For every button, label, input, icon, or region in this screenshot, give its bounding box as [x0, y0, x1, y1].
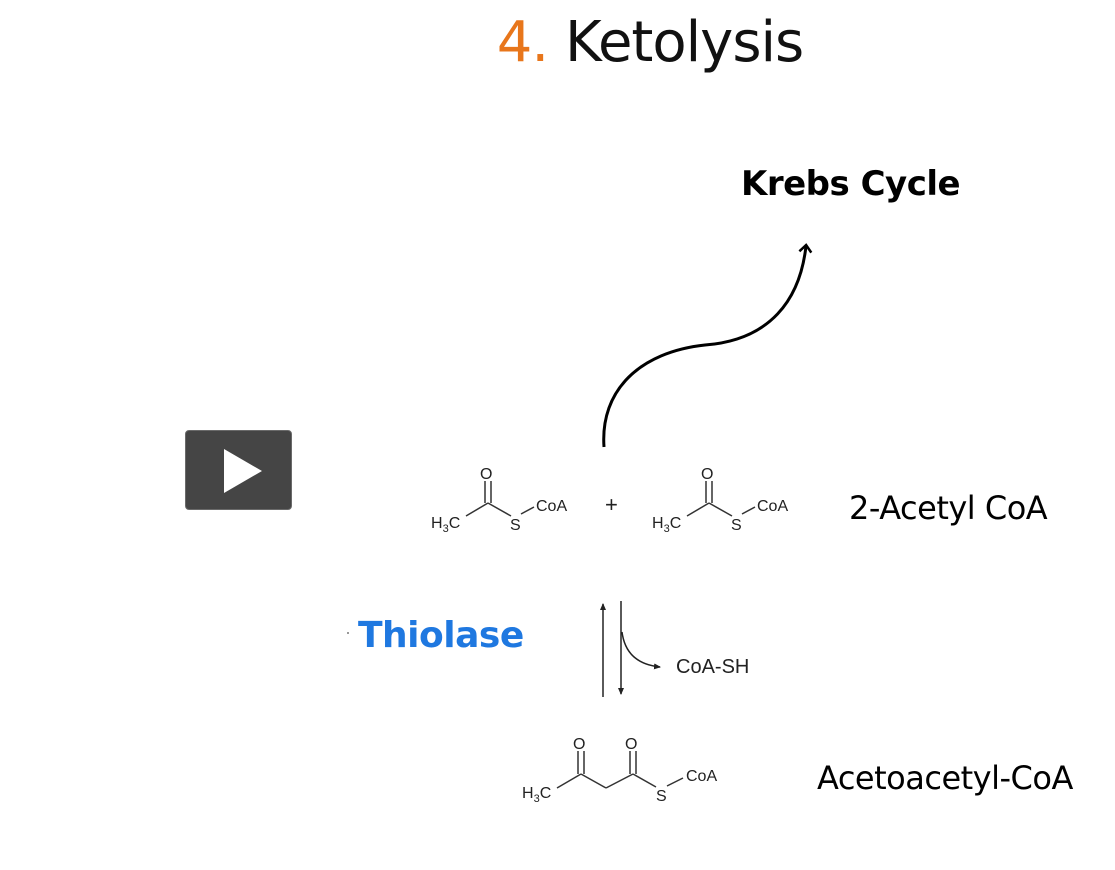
equilibrium-arrows	[600, 601, 661, 697]
oxygen-atom: O	[573, 736, 585, 753]
sulfur-atom: S	[731, 517, 742, 534]
title-number: 4.	[496, 10, 549, 75]
play-button[interactable]	[185, 430, 292, 510]
plus-sign: +	[605, 492, 618, 517]
methyl-c: C	[540, 785, 552, 802]
oxygen-atom: O	[625, 736, 637, 753]
methyl-sub: 3	[443, 523, 449, 535]
sulfur-atom: S	[656, 788, 667, 805]
slide-title: 4. Ketolysis	[0, 10, 1115, 75]
reactant-label: 2-Acetyl CoA	[849, 489, 1048, 527]
title-text: Ketolysis	[565, 10, 804, 75]
svg-text:H3C: H3C	[522, 785, 551, 805]
krebs-arrow	[602, 243, 813, 448]
acetyl-coa-2	[686, 481, 756, 517]
methyl-c: C	[670, 515, 682, 532]
play-icon	[224, 449, 262, 493]
sulfur-atom: S	[510, 517, 521, 534]
svg-text:H3C: H3C	[652, 515, 681, 535]
product-label: Acetoacetyl-CoA	[817, 759, 1073, 797]
oxygen-atom: O	[701, 466, 713, 483]
methyl-sub: 3	[664, 523, 670, 535]
methyl-h: H	[652, 515, 664, 532]
methyl-sub: 3	[534, 793, 540, 805]
coa-atom: CoA	[757, 498, 788, 515]
coa-atom: CoA	[536, 498, 567, 515]
stray-dot	[347, 632, 349, 634]
acetyl-coa-1	[465, 481, 535, 517]
methyl-c: C	[449, 515, 461, 532]
byproduct-label: CoA-SH	[676, 656, 749, 678]
methyl-h: H	[431, 515, 443, 532]
svg-text:H3C: H3C	[431, 515, 460, 535]
oxygen-atom: O	[480, 466, 492, 483]
coa-atom: CoA	[686, 768, 717, 785]
krebs-cycle-label: Krebs Cycle	[741, 164, 961, 204]
enzyme-label: Thiolase	[358, 615, 524, 656]
acetoacetyl-coa	[556, 751, 684, 789]
methyl-h: H	[522, 785, 534, 802]
